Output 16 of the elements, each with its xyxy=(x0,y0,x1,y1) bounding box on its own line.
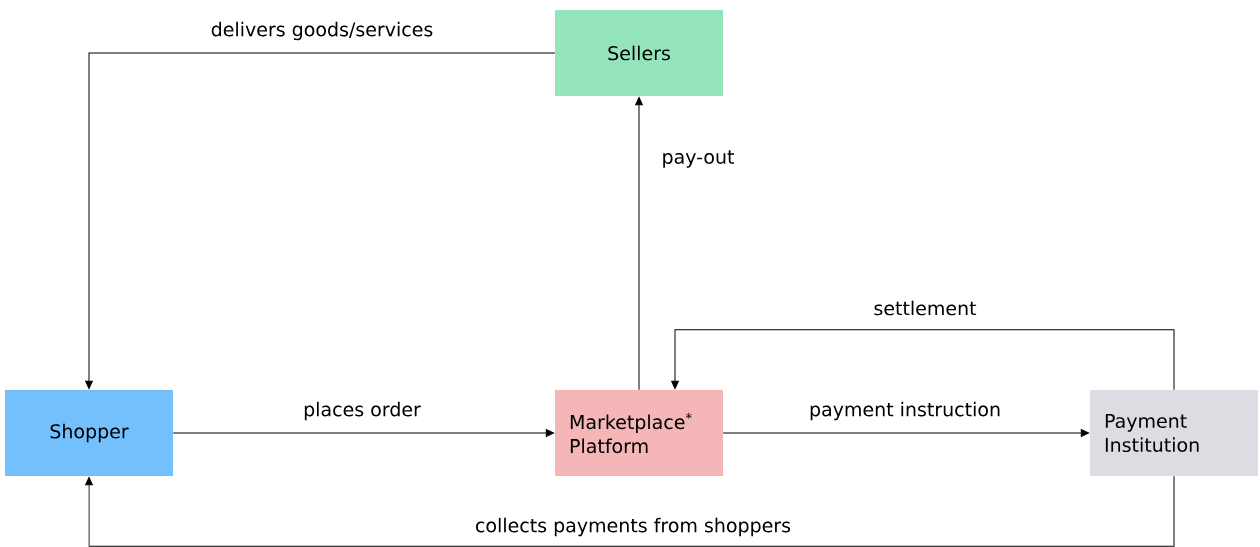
edge-label: delivers goods/services xyxy=(208,19,436,43)
arrow xyxy=(722,429,1090,437)
arrow xyxy=(85,52,556,390)
process-box: Shopper xyxy=(5,390,173,476)
edge-label: collects payments from shoppers xyxy=(472,515,794,539)
arrow xyxy=(85,475,1175,547)
edge-label: settlement xyxy=(871,298,979,318)
edge-label: pay-out xyxy=(659,148,737,170)
process-box: Marketplace$^{*}$ Platform xyxy=(555,390,723,476)
arrow xyxy=(635,96,643,391)
arrow xyxy=(671,329,1175,391)
process-box: Payment Institution xyxy=(1090,390,1258,476)
process-box: Sellers xyxy=(555,10,723,96)
arrow xyxy=(172,429,555,437)
edge-label: payment instruction xyxy=(807,399,1004,423)
edge-label: places order xyxy=(301,399,423,423)
